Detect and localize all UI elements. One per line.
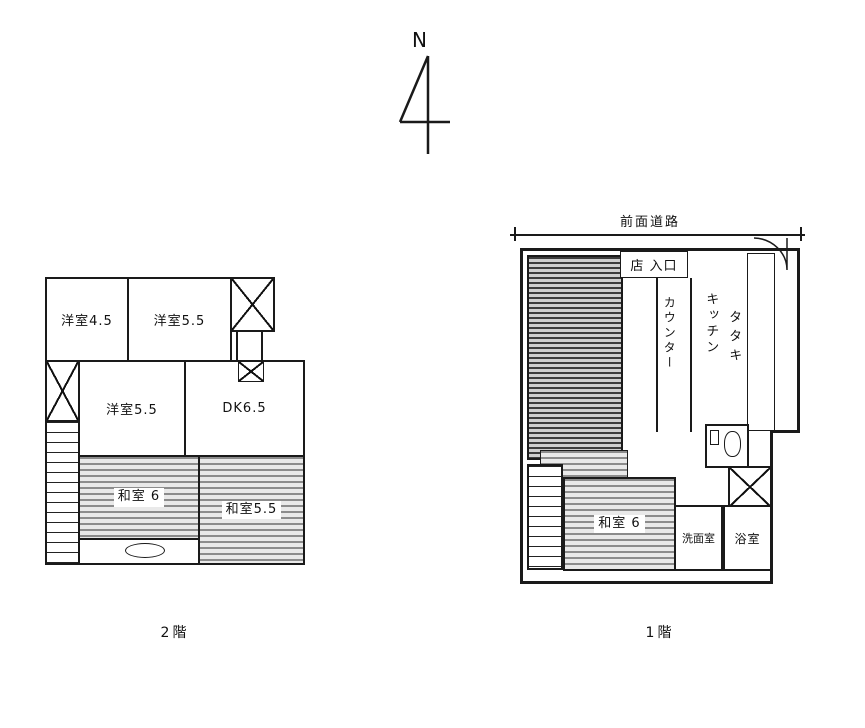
room-1f-senmen-label: 洗面室 xyxy=(682,532,715,545)
compass-n-label: N xyxy=(412,28,427,52)
room-2f-washitsu55-label: 和室5.5 xyxy=(221,500,282,520)
room-2f-yoshitsu45: 洋室4.5 xyxy=(45,277,129,362)
shelf-strip-1f xyxy=(747,253,775,431)
room-2f-yoshitsu55-mid: 洋室5.5 xyxy=(78,360,186,457)
room-2f-yoshitsu55-top: 洋室5.5 xyxy=(127,277,232,362)
stairs-1f xyxy=(527,464,563,570)
floor2-caption: 2階 xyxy=(160,625,190,641)
counter-wall xyxy=(656,278,658,432)
road-tick-left xyxy=(514,227,516,241)
room-1f-senmen: 洗面室 xyxy=(674,505,723,571)
wall-1f-top xyxy=(520,248,800,251)
wall-1f-bottom xyxy=(520,581,773,584)
wall-1f-step xyxy=(770,430,800,433)
porch-strip-2f xyxy=(78,538,200,565)
wall-1f-right-upper xyxy=(797,248,800,432)
road-tick-right xyxy=(800,227,802,241)
room-2f-dk-label: DK6.5 xyxy=(222,401,267,416)
shop-floor-hatch xyxy=(527,255,623,460)
corridor-wall xyxy=(690,278,692,432)
shop-entrance-label: 店 入口 xyxy=(630,259,678,274)
compass-arrow-icon xyxy=(398,55,450,154)
tataki-label: タタキ xyxy=(726,310,742,367)
toilet-tank-icon xyxy=(710,430,719,445)
room-2f-yoshitsu55-mid-label: 洋室5.5 xyxy=(106,403,158,418)
road-line xyxy=(510,234,805,236)
room-1f-bath: 浴室 xyxy=(723,505,772,571)
stairs-2f xyxy=(45,420,80,565)
small-box-2f-top xyxy=(236,330,263,362)
door-arc-icon xyxy=(753,237,788,271)
room-2f-washitsu6: 和室 6 xyxy=(78,455,200,540)
room-1f-washitsu6-label: 和室 6 xyxy=(594,514,645,534)
front-road-label: 前面道路 xyxy=(619,215,680,230)
floor1-caption: 1階 xyxy=(645,625,675,641)
toilet-fixture-icon xyxy=(724,431,741,457)
wall-1f-left xyxy=(520,248,523,584)
counter-label: カウンター xyxy=(662,296,677,371)
room-2f-washitsu6-label: 和室 6 xyxy=(113,488,165,507)
room-1f-washitsu6: 和室 6 xyxy=(563,477,676,571)
room-1f-bath-label: 浴室 xyxy=(734,531,761,546)
kitchen-label: キッチン xyxy=(703,292,719,356)
room-2f-yoshitsu45-label: 洋室4.5 xyxy=(61,314,113,329)
room-2f-washitsu55: 和室5.5 xyxy=(198,455,305,565)
closet-x-box-2f-dk xyxy=(238,361,264,382)
closet-x-box-2f-top xyxy=(230,277,275,332)
fixture-oval-2f xyxy=(125,543,165,558)
closet-x-box-2f-left xyxy=(45,360,80,422)
closet-x-box-1f xyxy=(728,466,772,508)
room-2f-yoshitsu55-top-label: 洋室5.5 xyxy=(153,314,206,329)
shop-entrance: 店 入口 xyxy=(620,251,688,278)
